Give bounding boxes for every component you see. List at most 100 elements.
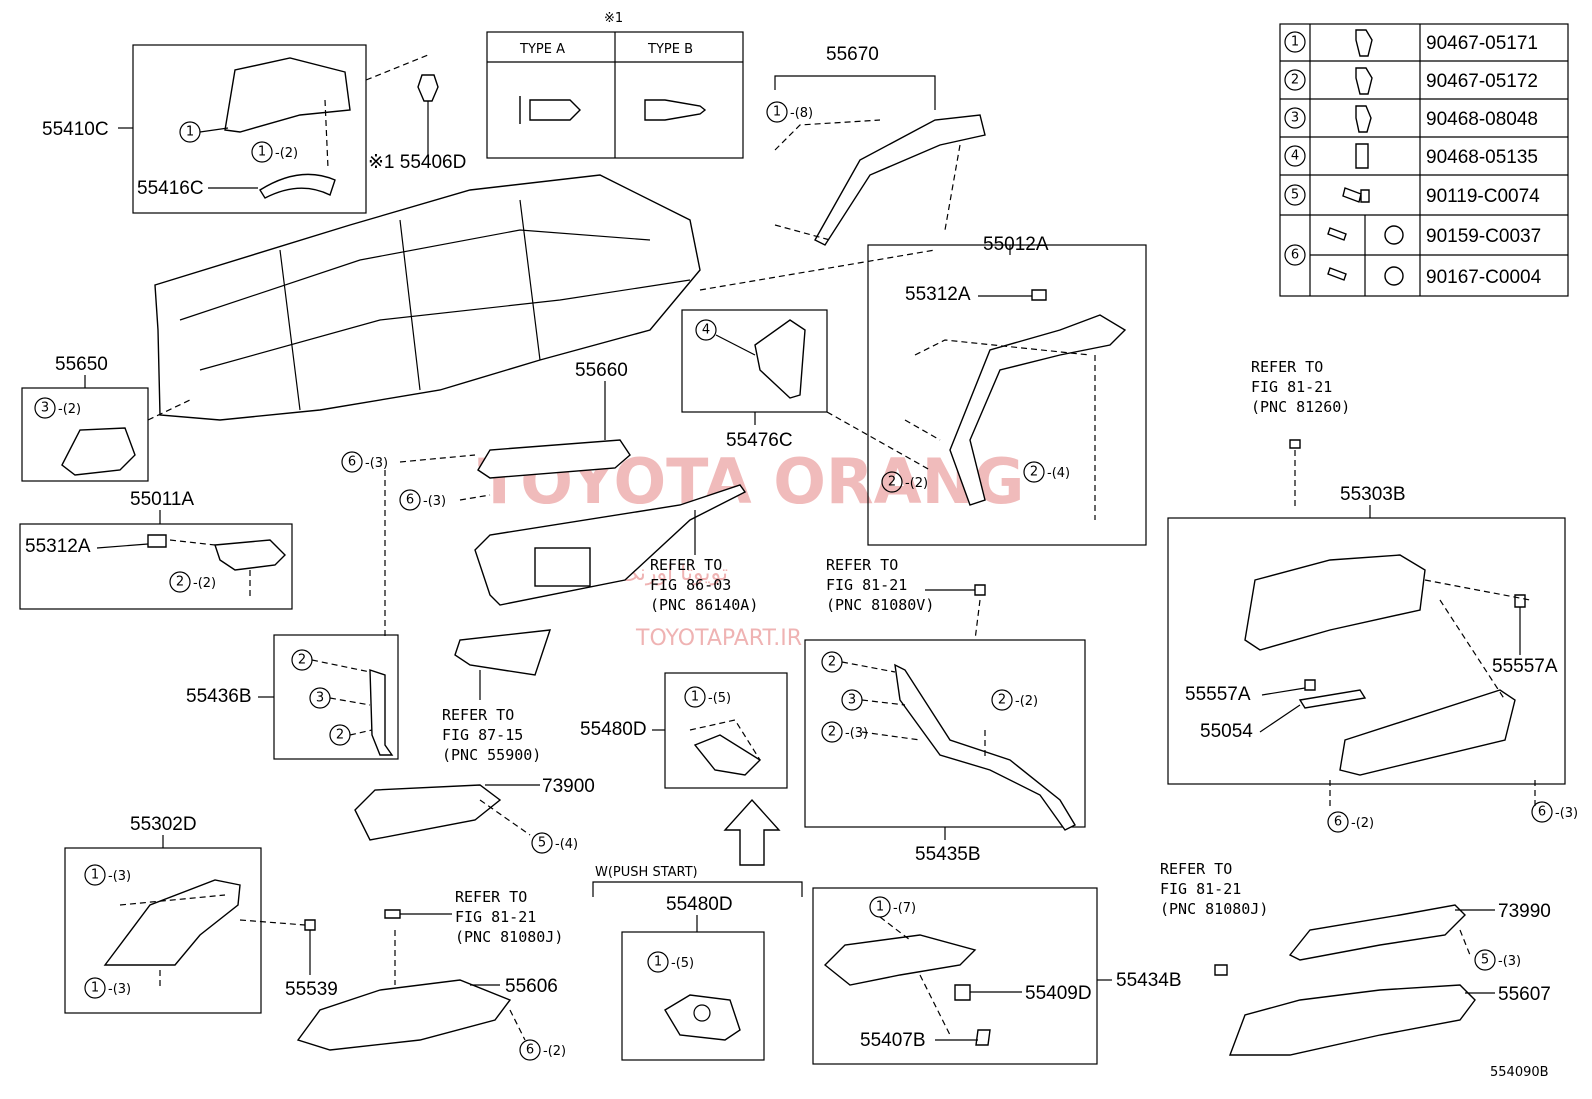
svg-text:90159-C0037: 90159-C0037	[1426, 226, 1541, 247]
svg-text:-(5): -(5)	[708, 691, 731, 706]
svg-text:※1 55406D: ※1 55406D	[368, 152, 466, 173]
svg-text:1: 1	[186, 125, 194, 140]
clip-type-box: ※1 TYPE A TYPE B	[486, 11, 744, 159]
fastener-row: 3 90468-08048	[1284, 105, 1538, 133]
group-55480D-b: W(PUSH START) 55480D 1 -(5)	[592, 865, 803, 1061]
svg-text:5: 5	[1481, 953, 1489, 968]
svg-text:-(4): -(4)	[1047, 466, 1070, 481]
svg-text:1: 1	[91, 981, 99, 996]
svg-text:55054: 55054	[1200, 721, 1253, 742]
label-55416C: 55416C	[137, 178, 204, 199]
group-55011A: 55011A 55312A 2 -(2)	[19, 489, 293, 610]
svg-text:-(8): -(8)	[790, 106, 813, 121]
svg-text:6: 6	[1291, 248, 1299, 263]
svg-text:55476C: 55476C	[726, 430, 793, 451]
svg-text:55303B: 55303B	[1340, 484, 1406, 505]
svg-text:FIG 81-21: FIG 81-21	[1160, 880, 1241, 898]
group-55436B: 55436B 2 3 2	[186, 634, 399, 760]
svg-text:FIG 81-21: FIG 81-21	[1251, 378, 1332, 396]
svg-text:55670: 55670	[826, 44, 879, 65]
svg-text:TYPE A: TYPE A	[519, 42, 565, 57]
svg-text:90468-08048: 90468-08048	[1426, 109, 1538, 130]
svg-text:90167-C0004: 90167-C0004	[1426, 267, 1542, 288]
meter-cover-part	[259, 173, 336, 199]
svg-text:REFER TO: REFER TO	[826, 556, 898, 574]
group-55476C: 4 55476C	[681, 309, 931, 471]
part-73900: 73900 5 -(4)	[354, 776, 595, 854]
svg-text:(PNC 81080V): (PNC 81080V)	[826, 596, 934, 614]
svg-text:2: 2	[1030, 465, 1038, 480]
svg-text:(PNC 55900): (PNC 55900)	[442, 746, 541, 764]
fastener-row: 2 90467-05172	[1284, 67, 1538, 95]
clip-icon	[1355, 29, 1373, 57]
svg-text:1: 1	[1291, 35, 1299, 50]
svg-text:5: 5	[1291, 188, 1299, 203]
svg-text:-(2): -(2)	[58, 402, 81, 417]
instrument-panel	[154, 174, 936, 421]
diagram-code: 554090B	[1490, 1065, 1549, 1080]
svg-text:1: 1	[773, 105, 781, 120]
svg-text:55435B: 55435B	[915, 844, 981, 865]
meter-hood-part	[224, 57, 351, 133]
svg-text:4: 4	[702, 323, 710, 338]
svg-text:6: 6	[526, 1043, 534, 1058]
svg-text:55660: 55660	[575, 360, 628, 381]
svg-text:55312A: 55312A	[25, 536, 91, 557]
svg-text:5: 5	[538, 836, 546, 851]
svg-text:2: 2	[1291, 73, 1299, 88]
group-73990: REFER TO FIG 81-21 (PNC 81080J) 73990 5 …	[1160, 860, 1551, 1056]
svg-text:55480D: 55480D	[580, 719, 647, 740]
part-55606: REFER TO FIG 81-21 (PNC 81080J) 55606 6 …	[296, 888, 566, 1061]
svg-text:55436B: 55436B	[186, 686, 252, 707]
svg-text:6: 6	[1538, 805, 1546, 820]
display-screen	[534, 547, 591, 587]
svg-text:-(3): -(3)	[108, 982, 131, 997]
group-55303B: REFER TO FIG 81-21 (PNC 81260) 55303B 55…	[1167, 358, 1578, 833]
svg-text:55539: 55539	[285, 979, 338, 1000]
clip-icon	[1355, 67, 1373, 95]
svg-text:1: 1	[876, 900, 884, 915]
svg-text:REFER TO: REFER TO	[455, 888, 527, 906]
svg-text:2: 2	[336, 728, 344, 743]
group-55302D: 55302D 1 -(3) 1 -(3) 55539	[64, 814, 338, 1014]
svg-text:55011A: 55011A	[130, 489, 194, 510]
screw-head-icon	[1384, 225, 1404, 245]
up-arrow-icon	[723, 798, 781, 866]
screw-icon	[1327, 267, 1347, 281]
screw-head-icon	[1384, 266, 1404, 286]
svg-text:-(5): -(5)	[671, 956, 694, 971]
svg-text:55557A: 55557A	[1492, 656, 1558, 677]
clip-type-a-icon	[519, 96, 581, 124]
svg-text:55606: 55606	[505, 976, 558, 997]
fastener-row: 90167-C0004	[1327, 266, 1542, 288]
svg-text:(PNC 81080J): (PNC 81080J)	[455, 928, 563, 946]
fastener-row: 5 90119-C0074	[1284, 184, 1540, 207]
svg-text:-(2): -(2)	[1015, 694, 1038, 709]
svg-text:FIG 81-21: FIG 81-21	[826, 576, 907, 594]
svg-text:2: 2	[828, 725, 836, 740]
group-55480D-a: 55480D 1 -(5)	[580, 672, 788, 866]
clip-icon	[1355, 105, 1372, 133]
svg-text:3: 3	[41, 401, 49, 416]
group-55435B: REFER TO FIG 81-21 (PNC 81080V) 2 3 2 -(…	[804, 556, 1086, 865]
svg-text:-(3): -(3)	[845, 726, 868, 741]
svg-text:-(2): -(2)	[275, 146, 298, 161]
svg-text:-(3): -(3)	[1498, 954, 1521, 969]
svg-text:FIG 87-15: FIG 87-15	[442, 726, 523, 744]
group-55434B: 55434B 1 -(7) 55409D 55407B	[812, 887, 1182, 1065]
part-55406D: ※1 55406D	[368, 74, 466, 173]
group-55650: 55650 3 -(2)	[21, 354, 191, 482]
svg-text:(PNC 86140A): (PNC 86140A)	[650, 596, 758, 614]
svg-text:-(3): -(3)	[365, 456, 388, 471]
svg-text:55434B: 55434B	[1116, 970, 1182, 991]
svg-text:1: 1	[691, 690, 699, 705]
svg-text:FIG 81-21: FIG 81-21	[455, 908, 536, 926]
clip-type-b-icon	[644, 99, 707, 121]
svg-text:(PNC 81260): (PNC 81260)	[1251, 398, 1350, 416]
svg-text:REFER TO: REFER TO	[1160, 860, 1232, 878]
svg-text:-(2): -(2)	[1351, 816, 1374, 831]
svg-text:2: 2	[828, 655, 836, 670]
svg-text:3: 3	[1291, 111, 1299, 126]
svg-text:55650: 55650	[55, 354, 108, 375]
svg-text:1: 1	[258, 145, 266, 160]
